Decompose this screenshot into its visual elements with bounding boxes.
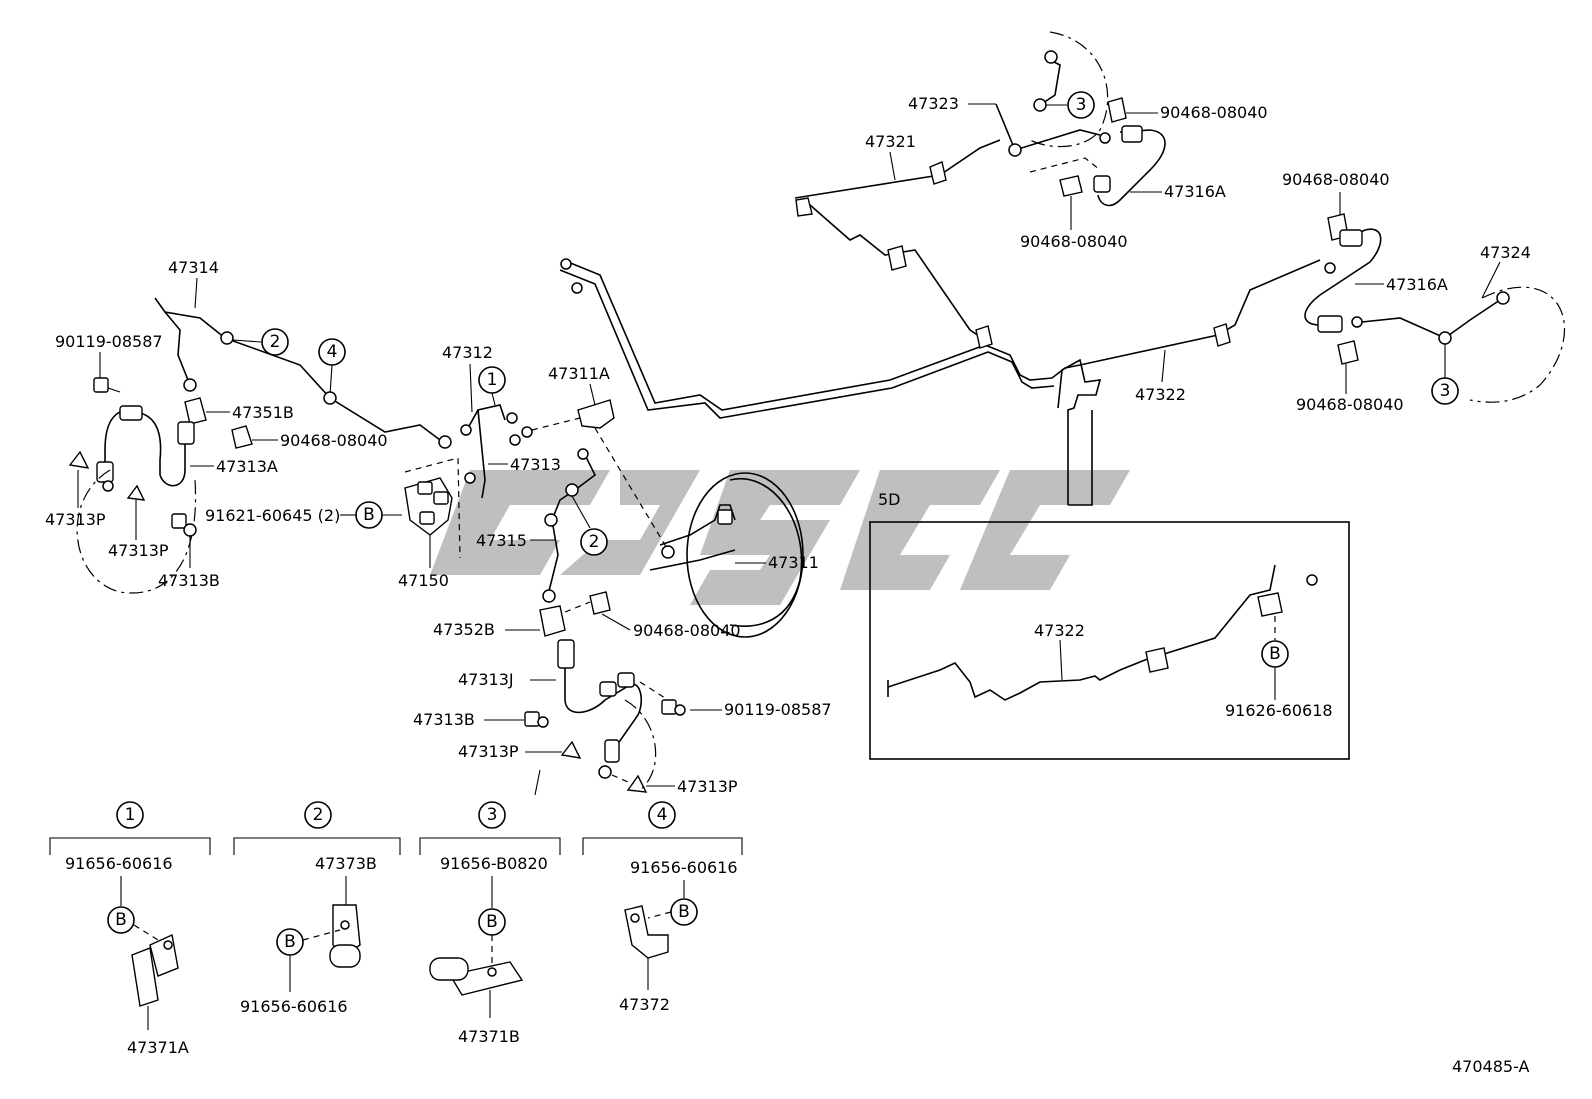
svg-text:1: 1 — [125, 805, 136, 825]
legend-3-clip-part: 91656-B0820 — [440, 854, 548, 873]
label-47313P-mid: 47313P — [108, 541, 169, 560]
svg-text:B: B — [363, 505, 375, 525]
svg-text:B: B — [115, 910, 127, 930]
callout-3-right: 3 — [1431, 377, 1459, 405]
diagram-code: 470485-A — [1452, 1057, 1530, 1076]
label-47316A-right: 47316A — [1386, 275, 1448, 294]
legend-2-bracket-part: 47373B — [315, 854, 377, 873]
callout-3-top: 3 — [1067, 91, 1095, 119]
callout-b-legend-4: B — [670, 898, 698, 926]
label-47314: 47314 — [168, 258, 219, 277]
label-47150: 47150 — [398, 571, 449, 590]
pipe-47322: 47322 — [559, 258, 1321, 419]
label-47322-main: 47322 — [1135, 385, 1186, 404]
legend-3-bracket-part: 47371B — [458, 1027, 520, 1046]
legend-2-clip-part: 91656-60616 — [240, 997, 348, 1016]
callout-4-left: 4 — [318, 338, 346, 366]
label-47324: 47324 — [1480, 243, 1531, 262]
label-47313: 47313 — [510, 455, 561, 474]
brake-booster-assembly: 47311A 47311 — [548, 364, 819, 638]
label-91621: 91621-60645 (2) — [205, 506, 340, 525]
svg-text:B: B — [284, 932, 296, 952]
callout-2-center: 2 — [580, 528, 608, 556]
label-90468-right-top: 90468-08040 — [1282, 170, 1390, 189]
legend-item-4: 4 91656-60616 B 47372 — [582, 801, 743, 1014]
svg-text:1: 1 — [487, 370, 498, 390]
callout-b-inset: B — [1261, 640, 1289, 668]
label-47316A-top: 47316A — [1164, 182, 1226, 201]
arrow-to-inset — [1057, 358, 1102, 506]
front-left-brake-assembly: 47314 2 4 90119-08587 47351B 90468-08040 — [45, 258, 452, 594]
callout-2-left: 2 — [261, 328, 289, 356]
svg-text:B: B — [486, 912, 498, 932]
rear-left-brake-assembly: 90468-08040 47316A 3 47324 90468-08040 — [1282, 170, 1566, 414]
label-47315: 47315 — [476, 531, 527, 550]
svg-text:B: B — [1269, 644, 1281, 664]
label-47312: 47312 — [442, 343, 493, 362]
inset-5d: 5D 47322 B 91626-60618 — [869, 490, 1350, 760]
legend-4-clip-part: 91656-60616 — [630, 858, 738, 877]
legend-4-bracket-part: 47372 — [619, 995, 670, 1014]
label-47313B-left: 47313B — [158, 571, 220, 590]
pipe-47321: 47321 — [794, 132, 1001, 341]
callout-b-legend-2: B — [276, 928, 304, 956]
label-47313P-center-right: 47313P — [677, 777, 738, 796]
label-47311: 47311 — [768, 553, 819, 572]
label-47321: 47321 — [865, 132, 916, 151]
front-right-hose-assembly: 47313J 90119-08587 47313B 47313P 47313P — [413, 639, 832, 796]
label-47311A: 47311A — [548, 364, 610, 383]
legend-item-2: 2 47373B B 91656-60616 — [233, 801, 401, 1016]
svg-text:2: 2 — [270, 332, 281, 352]
legend-1-bracket-part: 47371A — [127, 1038, 189, 1057]
callout-1-center: 1 — [478, 366, 506, 394]
label-47351B: 47351B — [232, 403, 294, 422]
label-90468-center: 90468-08040 — [633, 621, 741, 640]
svg-text:3: 3 — [1076, 95, 1087, 115]
svg-text:4: 4 — [657, 805, 668, 825]
label-90468-right-bottom: 90468-08040 — [1296, 395, 1404, 414]
rear-right-brake-assembly: 3 47323 90468-08040 90468-08040 47316A — [908, 31, 1268, 251]
svg-text:4: 4 — [327, 342, 338, 362]
watermark-logo — [430, 470, 1130, 605]
label-47313B-center: 47313B — [413, 710, 475, 729]
callout-b-legend-3: B — [478, 908, 506, 936]
label-90468-top-lower: 90468-08040 — [1020, 232, 1128, 251]
svg-text:2: 2 — [313, 805, 324, 825]
callout-b-valve: B — [355, 501, 383, 529]
label-47313A: 47313A — [216, 457, 278, 476]
label-90119-center: 90119-08587 — [724, 700, 832, 719]
label-91626: 91626-60618 — [1225, 701, 1333, 720]
svg-text:3: 3 — [1440, 381, 1451, 401]
pipe-47315: 2 47315 47352B 90468-08040 — [433, 448, 741, 640]
label-90119-left: 90119-08587 — [55, 332, 163, 351]
label-47322-inset: 47322 — [1034, 621, 1085, 640]
label-47313P-center: 47313P — [458, 742, 519, 761]
svg-text:3: 3 — [487, 805, 498, 825]
legend-item-3: 3 91656-B0820 B 47371B — [419, 801, 561, 1046]
callout-b-legend-1: B — [107, 906, 135, 934]
label-47313J: 47313J — [458, 670, 514, 689]
inset-label: 5D — [878, 490, 901, 509]
legend-item-1: 1 91656-60616 B 47371A — [49, 801, 211, 1057]
legend-1-clip-part: 91656-60616 — [65, 854, 173, 873]
label-90468-top: 90468-08040 — [1160, 103, 1268, 122]
svg-text:2: 2 — [589, 532, 600, 552]
label-47313P-left: 47313P — [45, 510, 106, 529]
svg-text:B: B — [678, 902, 690, 922]
proportioning-valve-assembly: 91621-60645 (2) B 47150 47312 1 47313 — [205, 343, 581, 590]
label-47323: 47323 — [908, 94, 959, 113]
label-47352B: 47352B — [433, 620, 495, 639]
label-90468-left: 90468-08040 — [280, 431, 388, 450]
